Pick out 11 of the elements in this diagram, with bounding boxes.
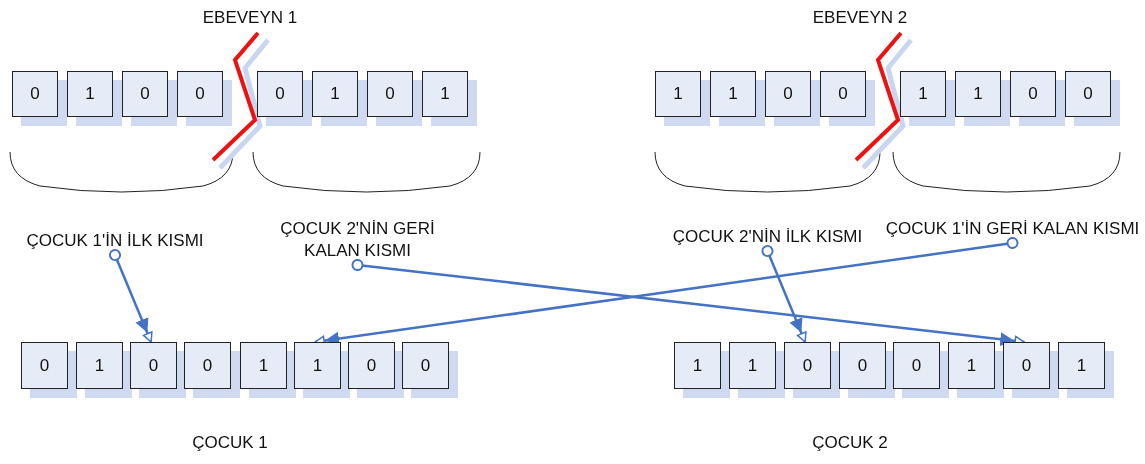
arrow — [761, 245, 807, 343]
callout-text: ÇOCUK 2'NİN İLK KISMI — [655, 226, 880, 248]
arrow — [109, 249, 153, 343]
row-caption: EBEVEYN 1 — [201, 8, 299, 28]
row-caption: EBEVEYN 2 — [811, 8, 909, 28]
row-caption: ÇOCUK 1 — [191, 433, 269, 453]
callout-text: ÇOCUK 1'İN İLK KISMI — [10, 230, 220, 252]
callout-text: ÇOCUK 2'NİN GERİ KALAN KISMI — [270, 218, 445, 262]
callout-text: ÇOCUK 1'İN GERİ KALAN KISMI — [885, 218, 1140, 240]
arrow — [351, 259, 1025, 347]
row-caption: ÇOCUK 2 — [811, 433, 889, 453]
